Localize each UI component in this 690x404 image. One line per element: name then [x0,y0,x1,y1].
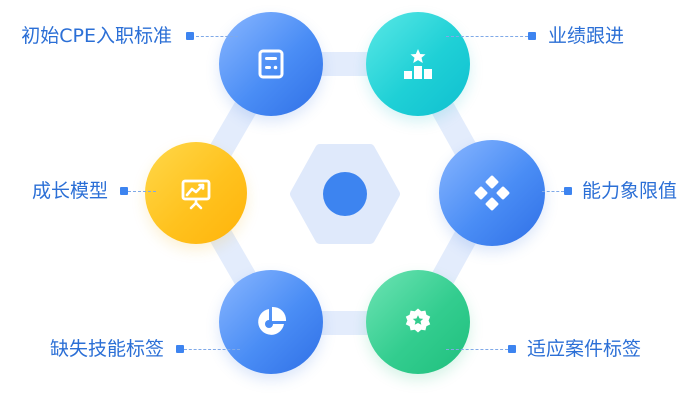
leader-onboarding [196,36,238,37]
label-case-tags: 适应案件标签 [527,338,642,360]
marker-performance [528,32,536,40]
leader-growth-model [128,191,156,192]
marker-capability [564,187,572,195]
node-case-tags[interactable] [366,270,470,374]
marker-missing-skills [176,345,184,353]
label-onboarding: 初始CPE入职标准 [21,25,172,47]
node-performance[interactable] [366,12,470,116]
presentation-board-icon [179,176,213,210]
label-missing-skills: 缺失技能标签 [49,338,164,360]
leader-performance [446,36,528,37]
podium-star-icon [401,48,435,80]
label-performance: 业绩跟进 [548,25,625,47]
marker-case-tags [508,345,516,353]
pie-chart-icon [255,306,287,338]
marker-growth-model [120,187,128,195]
node-capability[interactable] [439,140,545,246]
node-growth-model[interactable] [145,142,247,244]
star-badge-icon [403,307,433,337]
leader-missing-skills [184,349,240,350]
leader-capability [542,191,564,192]
node-onboarding[interactable] [219,12,323,116]
marker-onboarding [186,32,194,40]
leader-case-tags [446,349,508,350]
label-growth-model: 成长模型 [31,180,108,202]
label-capability: 能力象限值 [582,180,678,202]
node-missing-skills[interactable] [219,270,323,374]
hub-dot [323,172,367,216]
document-icon [258,49,284,79]
diamond-grid-icon [474,175,510,211]
